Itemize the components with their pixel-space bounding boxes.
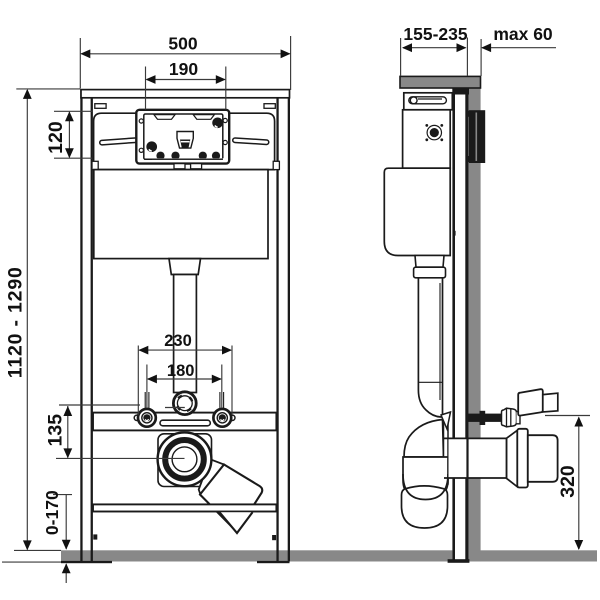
svg-text:120: 120	[45, 121, 67, 154]
svg-text:155-235: 155-235	[403, 24, 467, 44]
svg-text:190: 190	[169, 59, 198, 79]
svg-text:max 60: max 60	[493, 24, 553, 44]
svg-text:180: 180	[167, 362, 195, 380]
svg-text:0-170: 0-170	[42, 490, 62, 535]
svg-text:1120 - 1290: 1120 - 1290	[5, 266, 27, 378]
svg-text:320: 320	[557, 465, 579, 498]
svg-text:500: 500	[168, 34, 197, 54]
svg-text:135: 135	[44, 414, 66, 447]
svg-text:230: 230	[164, 332, 192, 350]
